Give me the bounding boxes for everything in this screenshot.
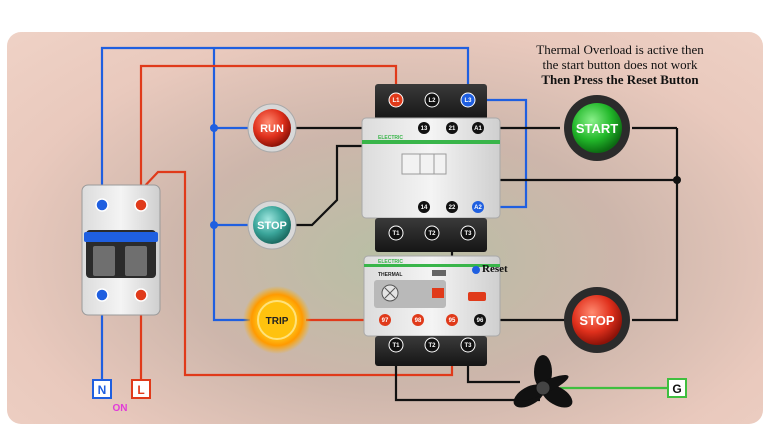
terminal-21-label: 21 — [449, 126, 456, 132]
blue-wire-bus-vertical — [212, 48, 250, 322]
instruction-note: Thermal Overload is active then the star… — [510, 42, 730, 87]
neutral-box — [92, 379, 112, 399]
terminal-96 — [474, 314, 486, 326]
terminals: L1 L2 L3 13 21 A1 14 22 A2 T1 T2 T3 97 — [379, 92, 486, 353]
terminal-t2-bottom-label: T2 — [428, 343, 436, 349]
terminal-a1 — [472, 122, 484, 134]
note-line-2: the start button does not work — [542, 57, 698, 72]
ground-box — [667, 378, 687, 398]
overload-brand: ELECTRIC — [378, 259, 403, 265]
terminal-t2-bottom — [424, 337, 440, 353]
trip-lamp-label: TRIP — [266, 316, 289, 327]
black-wire-right-rail — [632, 128, 679, 322]
terminal-97-label: 97 — [382, 318, 389, 324]
terminal-21 — [446, 122, 458, 134]
overload-model: THERMAL — [378, 272, 402, 278]
stop-button-right-label: STOP — [579, 313, 614, 328]
terminal-l3 — [460, 92, 476, 108]
terminal-14-label: 14 — [421, 205, 428, 211]
terminal-a2 — [472, 201, 484, 213]
trip-lamp: TRIP — [243, 286, 311, 354]
terminal-a2-label: A2 — [474, 205, 482, 211]
terminal-a1-label: A1 — [474, 126, 482, 132]
start-button-label: START — [576, 121, 618, 136]
blue-wire-l3-to-a2 — [478, 98, 528, 209]
terminal-97 — [379, 314, 391, 326]
terminal-l1-label: L1 — [392, 98, 400, 104]
breaker-terminal-bottom-n — [95, 288, 109, 302]
supply-terminals: N L G ON — [92, 378, 687, 414]
terminal-95 — [446, 314, 458, 326]
note-line-3: Then Press the Reset Button — [541, 72, 699, 87]
live-label: L — [137, 383, 144, 397]
terminal-t3-label: T3 — [464, 231, 472, 237]
terminal-t1-bottom-label: T1 — [392, 343, 400, 349]
terminal-l3-label: L3 — [464, 98, 472, 104]
motor-fan-icon — [513, 355, 573, 408]
terminal-22 — [446, 201, 458, 213]
terminal-t3-bottom-label: T3 — [464, 343, 472, 349]
terminal-95-label: 95 — [449, 318, 456, 324]
red-wire-breaker-to-l1 — [139, 64, 398, 205]
terminal-98 — [412, 314, 424, 326]
breaker-terminal-top-l — [134, 198, 148, 212]
contactor: ELECTRIC — [361, 84, 501, 252]
terminal-98-label: 98 — [415, 318, 422, 324]
reset-label: Reset — [482, 263, 508, 275]
terminal-14 — [418, 201, 430, 213]
stop-button-right[interactable]: STOP — [564, 287, 630, 353]
terminal-t2-label: T2 — [428, 231, 436, 237]
stop-button-left-label: STOP — [257, 220, 287, 232]
terminal-t2 — [424, 225, 440, 241]
neutral-label: N — [98, 383, 107, 397]
contactor-brand: ELECTRIC — [378, 135, 403, 141]
terminal-l2 — [424, 92, 440, 108]
blue-wires — [100, 46, 528, 380]
run-button-label: RUN — [260, 123, 284, 135]
start-button[interactable]: START — [564, 95, 630, 161]
terminal-l2-label: L2 — [428, 98, 436, 104]
terminal-l1 — [388, 92, 404, 108]
terminal-t1-bottom — [388, 337, 404, 353]
terminal-t3 — [460, 225, 476, 241]
stop-button-left[interactable]: STOP — [247, 200, 297, 250]
terminal-13 — [418, 122, 430, 134]
breaker-terminal-top-n — [95, 198, 109, 212]
note-line-1: Thermal Overload is active then — [536, 42, 704, 57]
circuit-breaker — [81, 184, 161, 316]
terminal-t3-bottom — [460, 337, 476, 353]
terminal-96-label: 96 — [477, 318, 484, 324]
terminal-13-label: 13 — [421, 126, 428, 132]
run-button[interactable]: RUN — [247, 103, 297, 153]
reset-button[interactable] — [468, 292, 486, 301]
ground-label: G — [672, 382, 681, 396]
breaker-terminal-bottom-l — [134, 288, 148, 302]
reset-indicator — [472, 266, 480, 274]
terminal-22-label: 22 — [449, 205, 456, 211]
blue-wire-breaker-to-l3 — [100, 46, 470, 205]
terminal-t1 — [388, 225, 404, 241]
live-box — [131, 379, 151, 399]
terminal-t1-label: T1 — [392, 231, 400, 237]
on-label: ON — [113, 403, 128, 414]
